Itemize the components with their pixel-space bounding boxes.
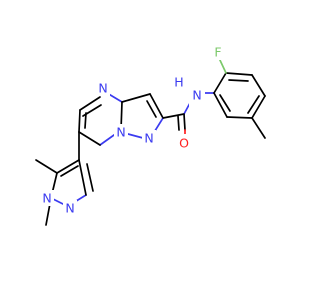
- bond: [35, 159, 58, 174]
- bond: [86, 163, 94, 192]
- carbonyl-oxygen: O: [177, 134, 191, 151]
- bond: [251, 95, 266, 119]
- atom-symbol: N: [42, 191, 51, 206]
- pyrimidine-nitrogen: N: [96, 80, 110, 96]
- amide-nitrogen: N H: [174, 75, 205, 108]
- bond: [177, 115, 180, 131]
- bond: [183, 113, 186, 131]
- atom-symbol: N: [98, 81, 107, 96]
- hydrogen-symbol: H: [174, 75, 183, 90]
- methylated-nitrogen: N: [40, 190, 54, 206]
- bond: [228, 79, 249, 82]
- atom-symbol: N: [65, 201, 74, 216]
- bond: [78, 159, 87, 196]
- bridgehead-nitrogen: N: [114, 124, 128, 140]
- bond: [162, 113, 185, 119]
- imine-nitrogen: N: [63, 200, 77, 216]
- bond: [56, 159, 80, 174]
- molecule-structure: N N N N H O F N N: [35, 44, 266, 226]
- atom-symbol: N: [144, 131, 153, 146]
- bond: [218, 57, 227, 74]
- bond: [225, 72, 253, 76]
- bond: [247, 95, 260, 114]
- bond: [121, 93, 151, 103]
- bond: [78, 109, 81, 133]
- bond: [60, 165, 79, 177]
- bond: [79, 96, 101, 111]
- bond: [213, 72, 227, 94]
- fluorine-atom: F: [211, 44, 225, 60]
- atom-symbol: O: [179, 136, 189, 151]
- bond: [78, 131, 101, 146]
- bond: [84, 112, 87, 129]
- bond: [251, 117, 266, 139]
- bond: [226, 116, 253, 119]
- atom-labels: N N N N H O F N N: [40, 44, 225, 216]
- atom-symbol: N: [116, 125, 125, 140]
- atom-symbol: F: [214, 45, 221, 60]
- bond: [146, 100, 157, 118]
- bond: [127, 133, 144, 139]
- bond: [251, 74, 266, 97]
- bond: [213, 92, 228, 118]
- pyrazole-nitrogen: N: [142, 130, 156, 146]
- bond: [149, 93, 164, 119]
- bond: [219, 94, 231, 112]
- atom-symbol: N: [192, 88, 201, 103]
- bonds: [35, 57, 266, 226]
